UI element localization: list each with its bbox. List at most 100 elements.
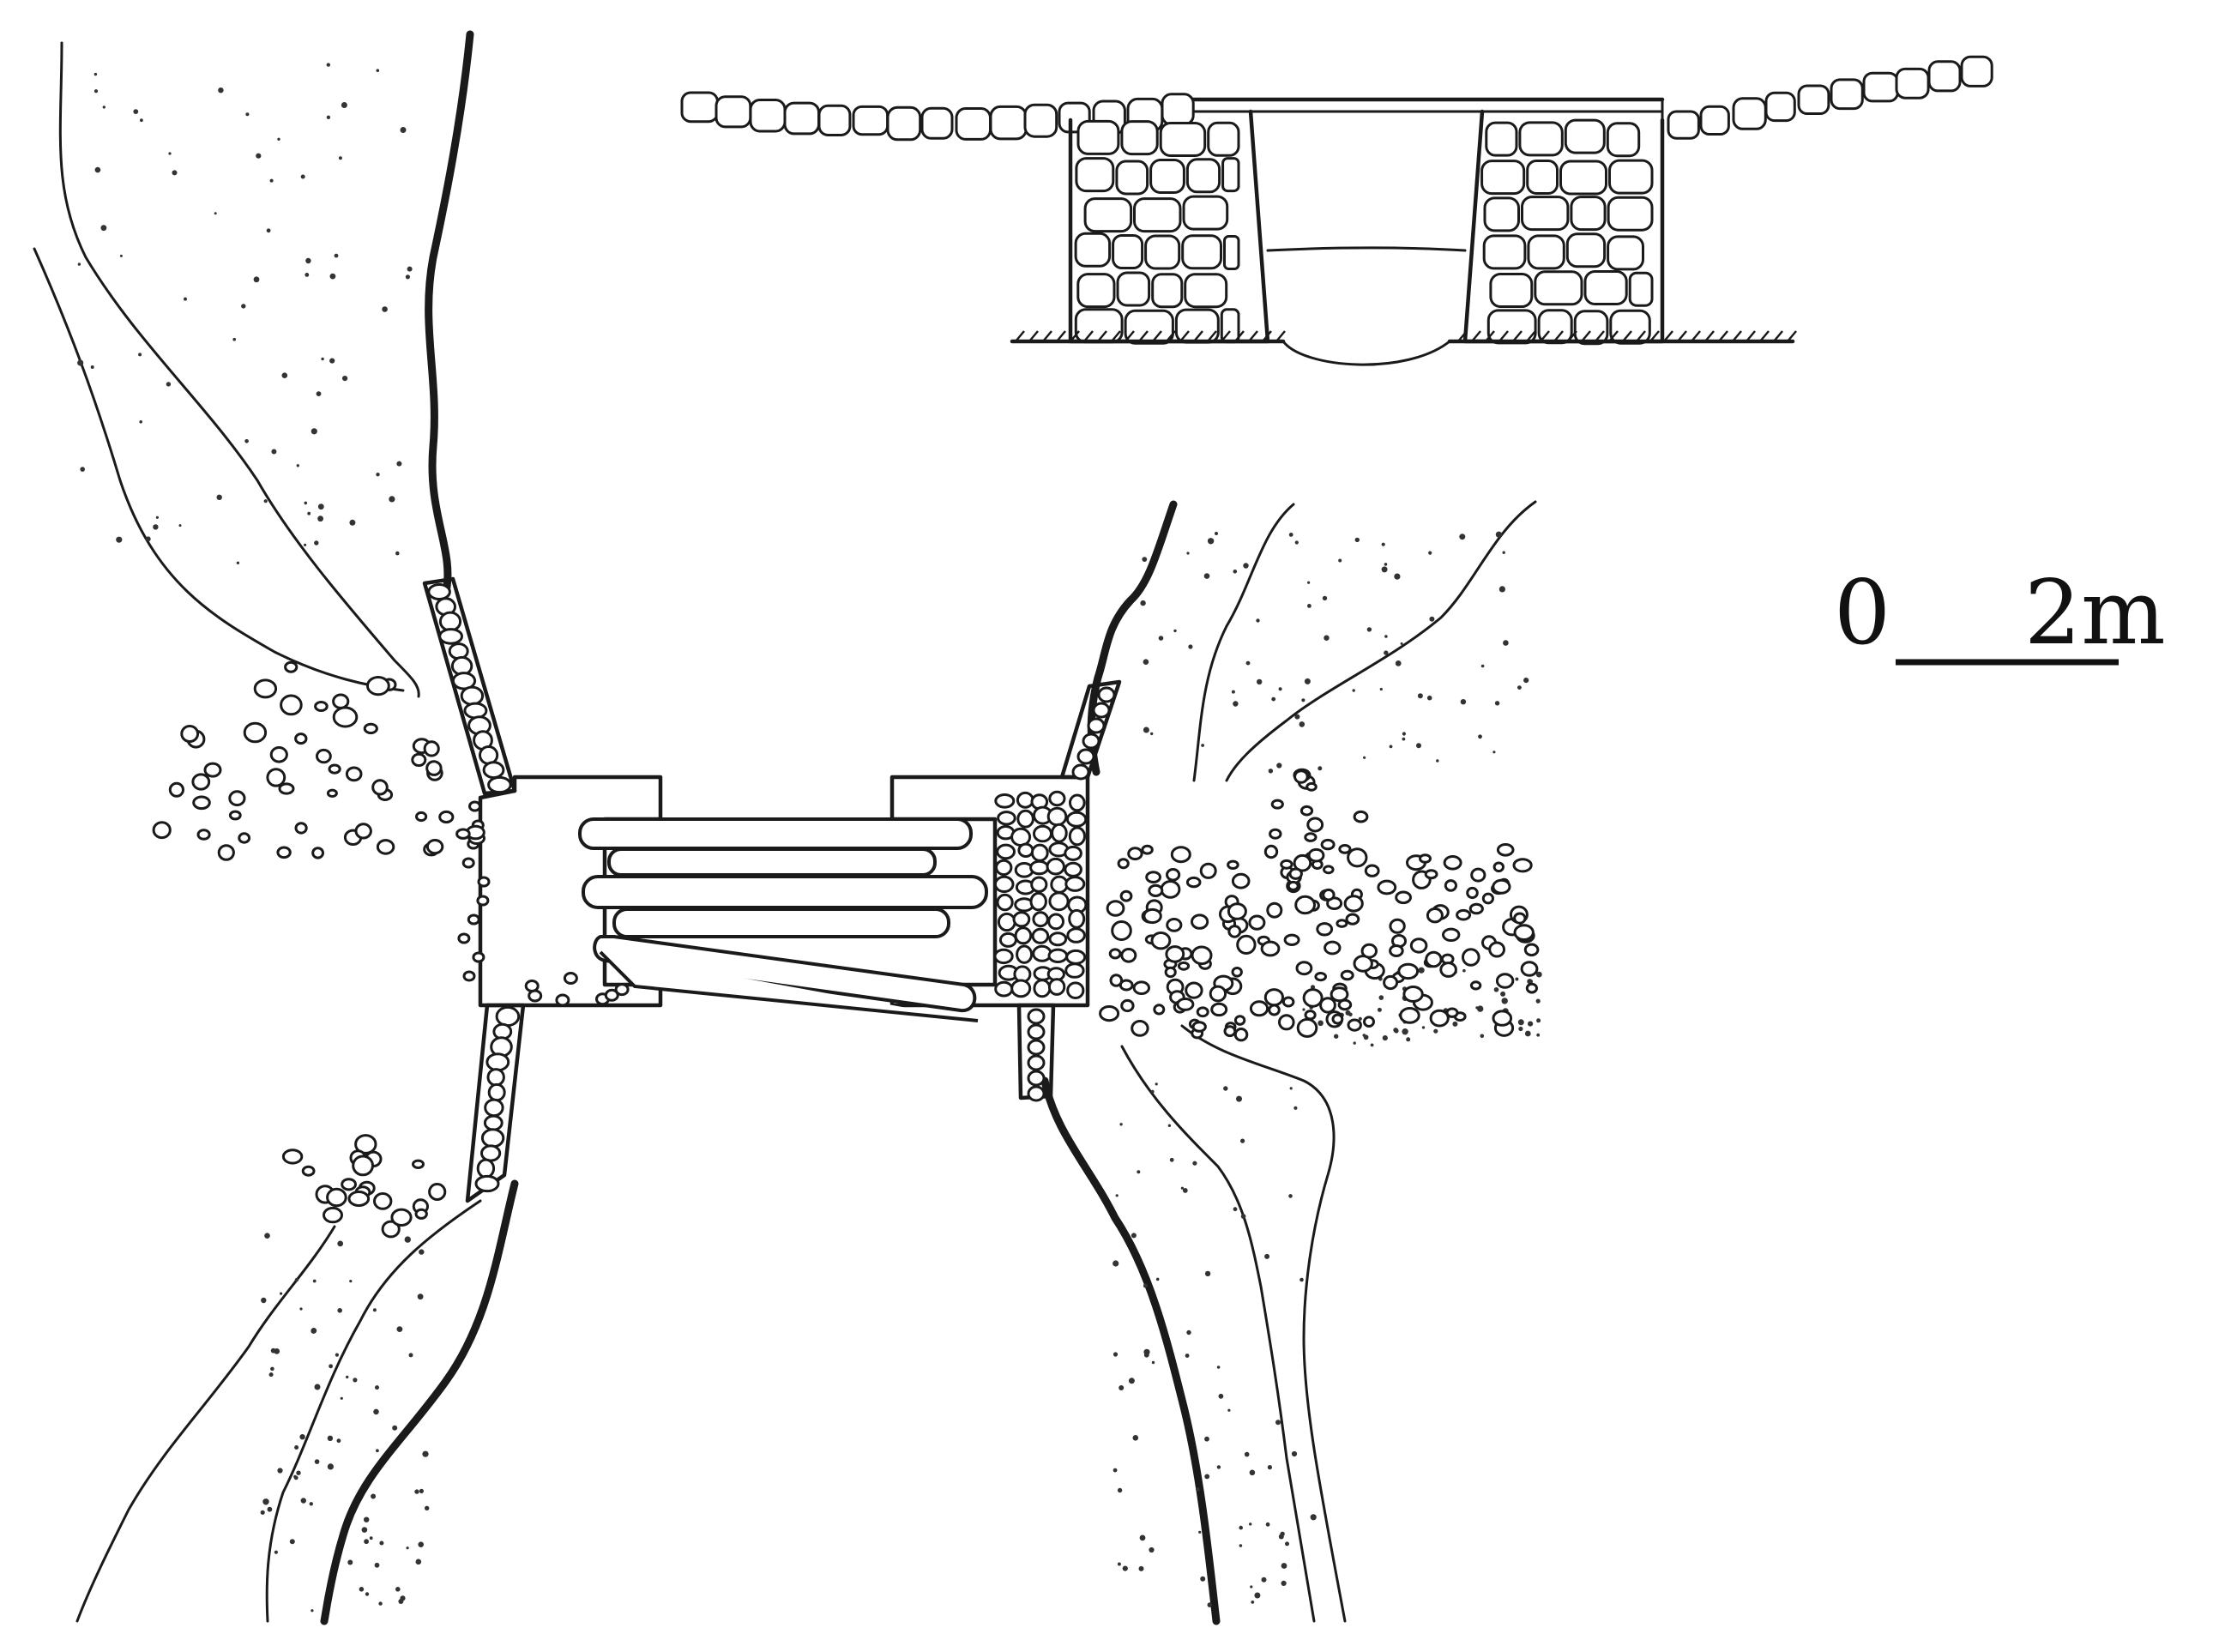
stipple-dot: [1239, 1544, 1243, 1547]
stipple-dot: [414, 1489, 419, 1494]
ground-hatch-mark: [1512, 330, 1523, 342]
stone: [316, 748, 332, 764]
stone: [427, 583, 451, 600]
ground-hatch-mark: [1221, 330, 1231, 342]
stipple-dot: [1244, 1451, 1250, 1457]
stipple-dot: [364, 1539, 369, 1545]
stipple-dot: [1185, 1354, 1190, 1358]
scale-end-label: 2m: [2024, 560, 2166, 665]
stone: [1046, 857, 1065, 876]
stone: [412, 1159, 425, 1170]
stipple-dot: [1150, 1089, 1155, 1094]
stipple-dot: [419, 1249, 425, 1255]
stipple-dot: [353, 1378, 358, 1383]
masonry-stone: [783, 101, 820, 136]
stone: [311, 847, 325, 859]
masonry-stone: [989, 105, 1028, 141]
stone: [563, 972, 578, 985]
stipple-dot: [1155, 1082, 1158, 1086]
stone: [1353, 810, 1369, 823]
stone: [1148, 883, 1164, 898]
stipple-dot: [77, 359, 84, 366]
stone: [1466, 886, 1479, 900]
stipple-dot: [1131, 1233, 1137, 1239]
stone: [1269, 828, 1282, 840]
masonry-stone: [1115, 160, 1149, 196]
stipple-dot: [1204, 1436, 1209, 1442]
stipple-dot: [1278, 1534, 1284, 1540]
stipple-dot: [1462, 968, 1466, 973]
stone: [1360, 943, 1378, 959]
stone: [1525, 982, 1539, 994]
stipple-dot: [336, 1438, 341, 1444]
stipple-dot: [1251, 1601, 1255, 1604]
stipple-dot: [90, 365, 94, 369]
masonry-stone: [920, 106, 954, 140]
stone: [1033, 824, 1052, 843]
stone: [1304, 1010, 1317, 1021]
masonry-stone: [1083, 197, 1133, 233]
stone: [341, 1178, 358, 1191]
stipple-dot: [1381, 566, 1388, 573]
stipple-dot: [269, 178, 274, 183]
masonry-stone: [1606, 122, 1641, 158]
stipple-dot: [260, 1510, 265, 1515]
stone: [228, 790, 246, 807]
stipple-dot: [340, 1396, 343, 1400]
masonry-stone: [1583, 270, 1628, 305]
stone: [455, 828, 471, 840]
stipple-dot: [294, 1445, 299, 1450]
stipple-dot: [261, 1297, 267, 1304]
stipple-dot: [405, 274, 410, 280]
stipple-dot: [1192, 1161, 1197, 1166]
stone: [462, 970, 476, 982]
stone: [1323, 865, 1335, 875]
stone: [1191, 1021, 1207, 1033]
stone: [1295, 961, 1313, 976]
masonry-stone: [1116, 271, 1151, 307]
left-wing-walls: [422, 576, 526, 1203]
stone: [414, 1208, 428, 1220]
stone: [1442, 927, 1461, 943]
stipple-dot: [1200, 1576, 1206, 1582]
stone: [486, 1068, 505, 1087]
stone: [1302, 988, 1324, 1008]
stone: [1363, 1016, 1375, 1028]
stipple-dot: [1460, 699, 1467, 705]
stipple-dot: [1236, 1095, 1242, 1102]
stone: [1395, 890, 1412, 905]
ground-hatch-mark: [1526, 330, 1536, 342]
stipple-dot: [321, 357, 324, 361]
stipple-dot: [138, 353, 142, 357]
stone: [1064, 861, 1082, 877]
stone: [1127, 847, 1143, 861]
stipple-dot: [1310, 1514, 1317, 1521]
masonry-stone: [1144, 234, 1181, 270]
stipple-dot: [1150, 732, 1154, 736]
stipple-dot: [1416, 743, 1421, 749]
stipple-dot: [1182, 1188, 1188, 1193]
stipple-dot: [1536, 1018, 1541, 1023]
stipple-dot: [178, 524, 182, 528]
stipple-dot: [299, 1307, 303, 1311]
stone: [1027, 1085, 1046, 1102]
stipple-dot: [1503, 640, 1509, 646]
stipple-dot: [1377, 1007, 1382, 1012]
stipple-dot: [311, 1609, 314, 1613]
stone: [1108, 948, 1122, 960]
stone: [1068, 826, 1087, 847]
masonry-stone: [749, 99, 787, 133]
stone: [1324, 940, 1342, 956]
ground-hatch-mark: [1773, 330, 1783, 342]
stipple-dot: [1436, 759, 1439, 763]
stone: [1268, 1004, 1281, 1016]
stipple-dot: [1285, 1541, 1289, 1546]
right-approach-road: [1667, 55, 1993, 140]
stipple-dot: [1536, 1033, 1541, 1037]
stone: [1266, 901, 1283, 919]
stipple-dot: [241, 304, 246, 309]
stone: [1166, 868, 1181, 882]
stipple-dot: [293, 1475, 298, 1480]
stipple-dot: [77, 262, 81, 266]
stone: [1296, 1017, 1318, 1038]
